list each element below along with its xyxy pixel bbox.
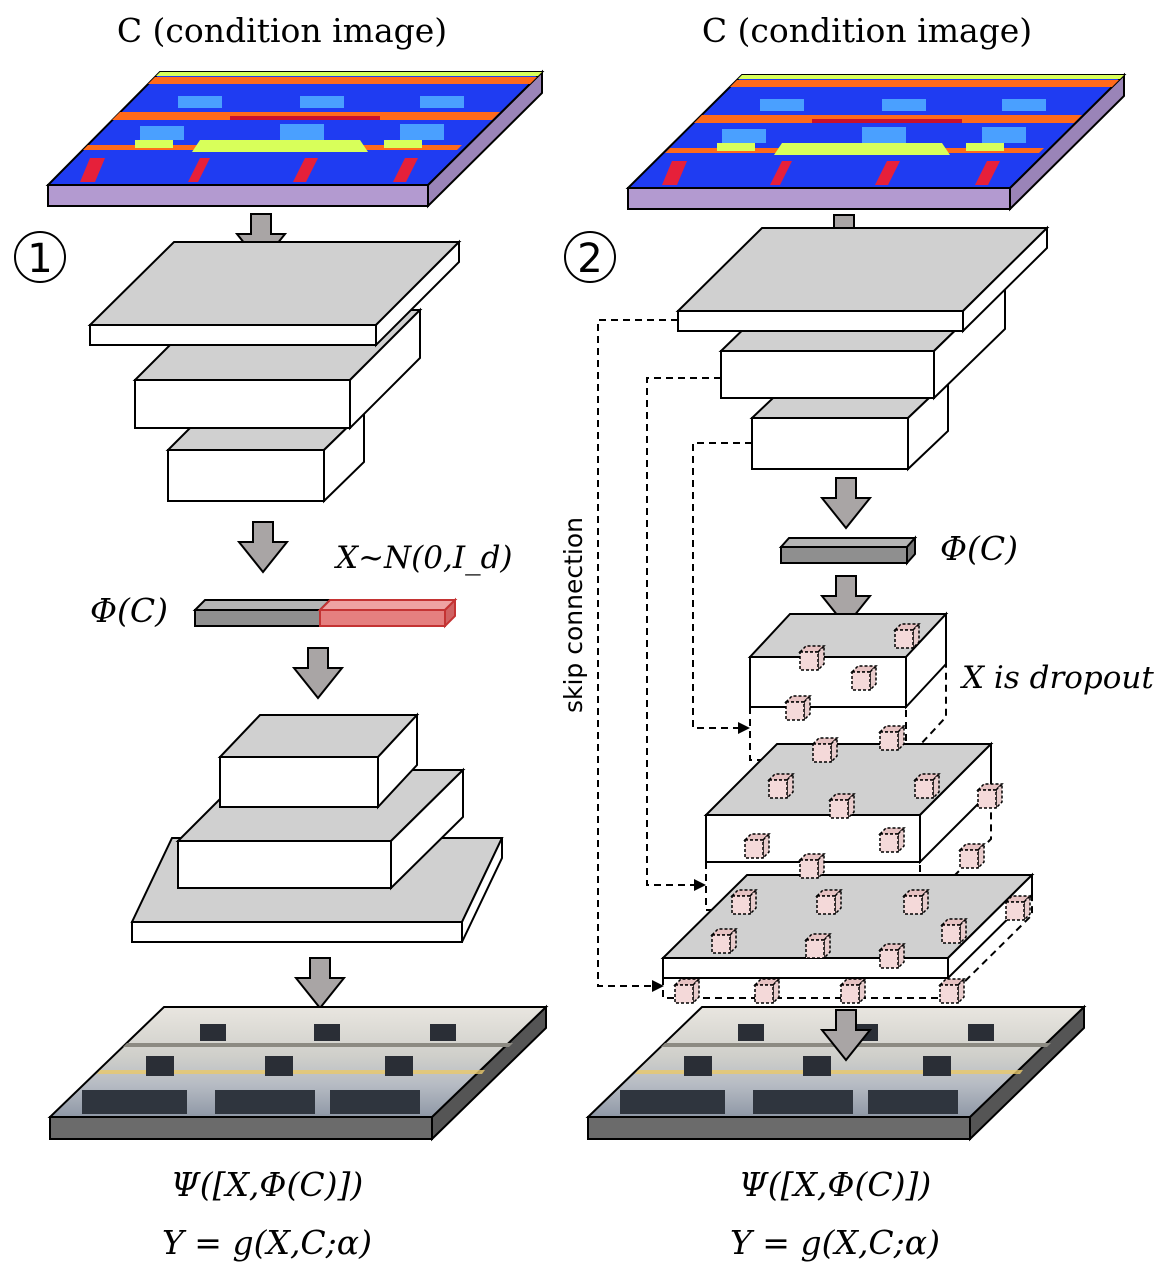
dropout-cube: [878, 724, 906, 752]
dropout-cube: [850, 664, 878, 692]
dropout-cube: [811, 736, 839, 764]
left-noise-label: X~N(0,I_d): [334, 540, 513, 576]
right-decoder-layer-1-dropout-region: [749, 664, 947, 761]
dropout-cube: [798, 852, 826, 880]
right-step-number: 2: [577, 236, 602, 282]
left-step-number: 1: [27, 236, 52, 282]
dropout-cube: [767, 772, 795, 800]
dropout-cube: [710, 927, 738, 955]
skip-connection-label: skip connection: [559, 517, 588, 713]
left-facade-photo: [47, 1006, 549, 1118]
left-latent-bar: [192, 597, 458, 629]
dropout-cube: [913, 772, 941, 800]
dropout-cube: [828, 792, 856, 820]
dropout-cube: [784, 694, 812, 722]
right-arrow-latent: [819, 477, 873, 530]
dropout-cube: [976, 782, 1004, 810]
skip-connections: [597, 319, 752, 987]
right-encoder: [675, 225, 1050, 472]
right-phi-label: Φ(C): [940, 529, 1018, 568]
dropout-cube: [878, 942, 906, 970]
right-condition-image: [625, 72, 1127, 212]
left-output-image: [47, 1004, 549, 1142]
right-encoder-layer-1: [675, 225, 1050, 334]
left-equation: Y = g(X,C;α): [162, 1223, 372, 1262]
dropout-cubes: [673, 622, 1032, 1005]
dropout-cube: [804, 932, 832, 960]
dropout-cube: [940, 917, 968, 945]
left-noise-segment: [317, 599, 458, 611]
dropout-cube: [938, 977, 966, 1005]
right-title: C (condition image): [702, 11, 1032, 50]
left-phi-segment: [192, 599, 333, 611]
left-step-badge: 1: [14, 231, 66, 283]
left-condition-image: [45, 69, 545, 209]
dropout-cube: [958, 842, 986, 870]
skip-arrowhead-outer: [652, 980, 664, 992]
dropout-cube: [1004, 894, 1032, 922]
skip-connection-middle: [646, 377, 721, 886]
dropout-cube: [673, 977, 701, 1005]
right-output-image: [585, 1004, 1087, 1142]
dropout-cube: [839, 977, 867, 1005]
right-dropout-label: X is dropout: [960, 660, 1154, 696]
dropout-cube: [893, 622, 921, 650]
right-facade-photo: [585, 1006, 1087, 1118]
left-arrow-latent: [236, 521, 290, 574]
right-equation: Y = g(X,C;α): [730, 1223, 940, 1262]
dropout-cube: [878, 826, 906, 854]
left-arrow-decoder: [291, 647, 345, 700]
dropout-cube: [753, 977, 781, 1005]
right-latent-bar: [778, 535, 918, 566]
dropout-cube: [798, 644, 826, 672]
right-output-label: Ψ([X,Φ(C)]): [739, 1165, 931, 1204]
left-panel: C (condition image): [14, 11, 549, 1262]
skip-connection-outer: [597, 319, 678, 987]
dropout-cube: [815, 888, 843, 916]
dropout-cube: [902, 888, 930, 916]
dropout-cube: [743, 832, 771, 860]
left-title: C (condition image): [117, 11, 447, 50]
left-output-label: Ψ([X,Φ(C)]): [171, 1165, 363, 1204]
left-encoder-layer-1: [87, 239, 462, 348]
skip-connection-inner: [692, 442, 752, 729]
left-encoder: [87, 239, 462, 504]
left-arrow-output: [293, 957, 347, 1010]
skip-arrowhead-inner: [738, 722, 750, 734]
left-decoder-layer-1: [217, 712, 420, 810]
skip-arrowheads: [652, 722, 750, 992]
skip-arrowhead-middle: [694, 879, 706, 891]
right-arrow-output: [819, 1009, 873, 1062]
dropout-cube: [730, 888, 758, 916]
left-decoder: [130, 712, 504, 943]
right-step-badge: 2: [564, 231, 616, 283]
left-phi-label: Φ(C): [90, 591, 168, 630]
right-arrow-decoder: [819, 575, 873, 628]
right-panel: C (condition image): [559, 11, 1154, 1262]
